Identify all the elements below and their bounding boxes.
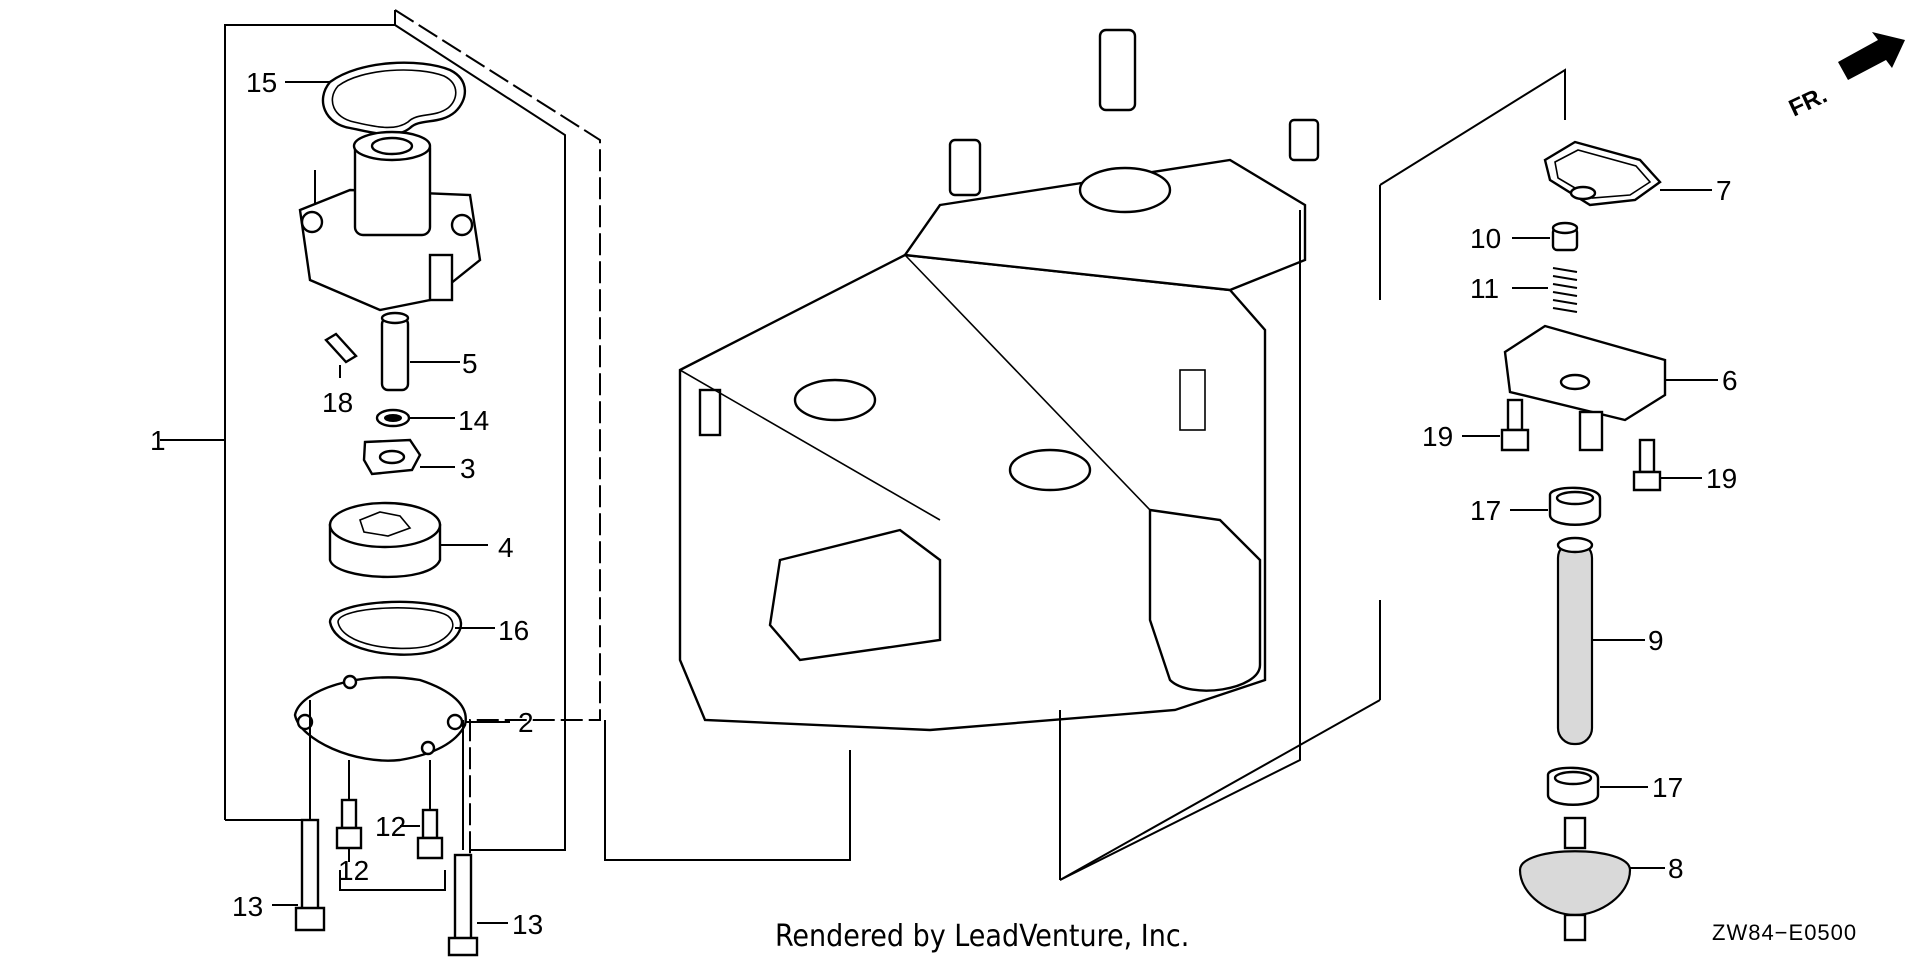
callout-12a: 12	[375, 811, 406, 842]
callout-10: 10	[1470, 223, 1501, 254]
callout-1: 1	[150, 425, 166, 456]
callout-13a: 13	[232, 891, 263, 922]
inner-rotor-3	[362, 438, 455, 476]
callout-2: 2	[518, 707, 534, 738]
diagram-code: ZW84−E0500	[1712, 920, 1857, 945]
pump-body	[298, 130, 482, 312]
callout-14: 14	[458, 405, 489, 436]
callout-13b: 13	[512, 909, 543, 940]
bolt-12a	[335, 760, 363, 862]
pump-assembly-frame	[160, 9, 601, 891]
spring-11	[1512, 267, 1578, 313]
hose-9	[1556, 536, 1645, 746]
bolt-19b	[1632, 438, 1702, 492]
shaft-5	[380, 311, 460, 392]
gasket-7	[1543, 140, 1712, 207]
callout-3: 3	[460, 453, 476, 484]
callout-17a: 17	[1470, 495, 1501, 526]
callout-18: 18	[322, 387, 353, 418]
callout-19a: 19	[1422, 421, 1453, 452]
callout-11: 11	[1470, 273, 1499, 304]
bolt-13b	[447, 720, 508, 957]
callout-labels: 1 2 3 4 5 6 7 8 9 10 11 12 12 13 13 14 1…	[150, 67, 1738, 940]
bolt-13a	[272, 700, 326, 932]
callout-15: 15	[246, 67, 277, 98]
callout-17b: 17	[1652, 772, 1683, 803]
clamp-17b	[1546, 766, 1648, 806]
callout-9: 9	[1648, 625, 1664, 656]
callout-4: 4	[498, 532, 514, 563]
engine-block	[604, 28, 1320, 881]
pin-18	[324, 332, 358, 378]
front-direction-arrow: FR.	[1785, 32, 1905, 122]
callout-16: 16	[498, 615, 529, 646]
seal-14	[375, 408, 455, 428]
gasket-15	[285, 61, 467, 136]
filter-8	[1518, 816, 1665, 942]
footer-credit: Rendered by LeadVenture, Inc.	[775, 919, 1189, 954]
callout-7: 7	[1716, 175, 1732, 206]
cap-10	[1512, 221, 1579, 252]
callout-12b: 12	[338, 855, 369, 886]
callout-19b: 19	[1706, 463, 1737, 494]
direction-label: FR.	[1785, 82, 1831, 123]
cover-plate-2	[293, 674, 510, 762]
bolt-19a	[1462, 398, 1530, 452]
callout-5: 5	[462, 348, 478, 379]
cover-6	[1503, 324, 1718, 452]
right-assembly-frame	[1059, 68, 1566, 881]
gasket-16	[328, 600, 495, 656]
outer-rotor-4	[328, 501, 488, 579]
clamp-17a	[1510, 486, 1602, 526]
callout-6: 6	[1722, 365, 1738, 396]
callout-8: 8	[1668, 853, 1684, 884]
bolt-12b	[400, 760, 444, 860]
